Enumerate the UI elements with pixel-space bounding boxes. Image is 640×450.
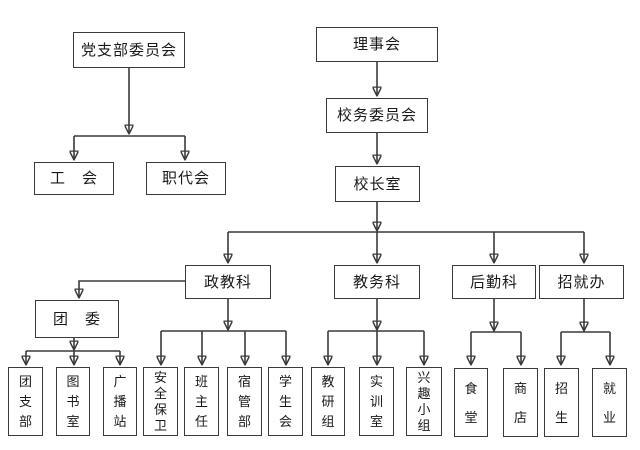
node-school-affairs-committee: 校务委员会 — [326, 98, 428, 133]
node-principal-office: 校长室 — [335, 166, 420, 202]
node-board-of-directors: 理事会 — [316, 27, 438, 62]
node-training-room: 实 训 室 — [359, 367, 394, 436]
node-employment: 就 业 — [592, 368, 627, 437]
node-dorm-management: 宿 管 部 — [227, 367, 262, 436]
node-labor-union: 工 会 — [34, 162, 114, 195]
node-league-branch: 团 支 部 — [8, 367, 43, 436]
node-admissions: 招 生 — [544, 368, 579, 437]
node-library: 图 书 室 — [56, 367, 90, 436]
node-broadcast-station: 广 播 站 — [103, 367, 137, 436]
node-logistics-section: 后勤科 — [452, 265, 536, 299]
node-security-guard: 安 全 保 卫 — [143, 367, 178, 436]
node-youth-league-committee: 团 委 — [35, 300, 119, 338]
node-political-education-section: 政教科 — [185, 265, 271, 299]
node-academic-affairs-section: 教务科 — [334, 265, 420, 299]
node-store: 商 店 — [503, 368, 538, 437]
node-canteen: 食 堂 — [454, 368, 488, 437]
node-party-branch-committee: 党支部委员会 — [73, 32, 185, 68]
node-head-teachers: 班 主 任 — [184, 367, 219, 436]
node-interest-groups: 兴 趣 小 组 — [406, 367, 442, 436]
node-admission-employment-office: 招就办 — [539, 265, 624, 299]
node-staff-congress: 职代会 — [146, 162, 226, 195]
node-student-union: 学 生 会 — [268, 367, 303, 436]
node-teaching-research-group: 教 研 组 — [311, 367, 345, 436]
